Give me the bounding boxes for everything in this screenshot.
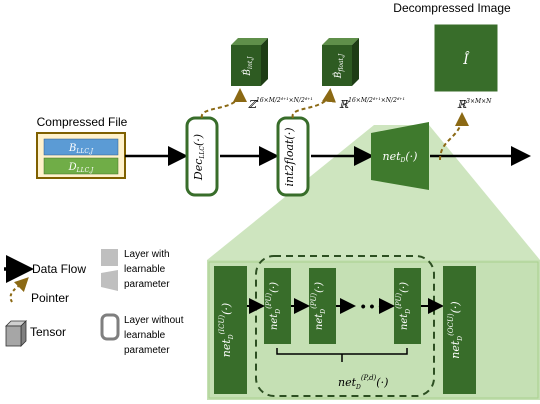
- pu1-sup: (PU): [265, 293, 273, 309]
- dim-float-main: ℝ: [339, 98, 349, 111]
- svg-text:BLLC,J: BLLC,J: [68, 143, 94, 155]
- dim-int: ℤ16×M/2ᵈ⁺¹×N/2ᵈ⁺¹: [248, 97, 313, 111]
- svg-text:netD(·): netD(·): [383, 150, 418, 164]
- dec-sub: LLC: [199, 146, 206, 160]
- d-llc-sub: LLC,J: [76, 167, 94, 174]
- dim-int-sup: 16×M/2ᵈ⁺¹×N/2ᵈ⁺¹: [256, 97, 313, 104]
- icu-sub: D: [228, 334, 235, 340]
- svg-text:B̂int,J: B̂int,J: [241, 56, 254, 77]
- dim-image: ℝ3×M×N: [457, 98, 492, 111]
- tensor-int-cube: B̂int,J: [231, 38, 268, 86]
- ocu-sub: D: [457, 336, 464, 342]
- legend-learnable-line-2: learnable: [124, 264, 166, 275]
- ocu-sup: (OCU): [447, 313, 455, 336]
- dec-tail: (·): [192, 134, 205, 146]
- pu1-sub: D: [275, 309, 282, 315]
- net-d-sub: D: [400, 157, 406, 164]
- dim-image-sup: 3×M×N: [466, 98, 492, 105]
- legend-no-learnable-line-2: learnable: [124, 330, 166, 341]
- pointer-net-d: [439, 112, 469, 161]
- decompressed-image-tensor: Î: [433, 23, 499, 93]
- dim-image-main: ℝ: [457, 98, 467, 111]
- detail-panel: [207, 260, 540, 400]
- pu1-net: net: [269, 313, 280, 330]
- group-net: net: [338, 376, 357, 389]
- compressed-file-label: Compressed File: [37, 115, 128, 129]
- pu3-sub: D: [405, 309, 412, 315]
- pu2-tail: (·): [314, 282, 325, 293]
- expansion-region: [207, 125, 540, 260]
- group-sup: (P,d): [361, 374, 377, 382]
- svg-text:B̂float,J: B̂float,J: [332, 53, 345, 79]
- legend-no-learnable-line-3: parameter: [124, 345, 170, 356]
- image-symbol: Î: [462, 50, 470, 68]
- legend-learnable-line-3: parameter: [124, 279, 170, 290]
- d-llc-box: [43, 157, 119, 175]
- pu-block-1: [264, 268, 291, 344]
- tensor-float-main: B̂: [332, 71, 344, 79]
- legend-tensor-label: Tensor: [30, 325, 66, 339]
- pu-group-label: netD(P,d)(·): [338, 374, 388, 391]
- svg-text:netD(PU)(·): netD(PU)(·): [265, 282, 282, 330]
- pu3-net: net: [399, 313, 410, 330]
- pu3-sup: (PU): [395, 293, 403, 309]
- b-llc-box: [43, 138, 119, 156]
- tensor-float-sub: float,J: [338, 53, 345, 73]
- tensor-int-sub: int,J: [247, 56, 254, 69]
- dim-int-main: ℤ: [248, 98, 258, 111]
- net-d-label: net: [383, 150, 402, 163]
- b-llc-main: B: [68, 143, 76, 154]
- pu2-sup: (PU): [310, 293, 318, 309]
- legend-pointer-label: Pointer: [31, 291, 69, 305]
- svg-text:netD(ICU)(·): netD(ICU)(·): [218, 303, 235, 357]
- svg-text:DLLC,J: DLLC,J: [68, 162, 94, 174]
- pu-group-frame: [255, 255, 435, 397]
- pu1-tail: (·): [269, 282, 280, 293]
- legend-learnable-icon: [101, 249, 118, 291]
- dim-float-sup: 16×M/2ᵈ⁺¹×N/2ᵈ⁺¹: [348, 97, 405, 104]
- net-d-block: [371, 122, 429, 190]
- svg-text:netD(OCU)(·): netD(OCU)(·): [447, 301, 464, 358]
- pu2-sub: D: [320, 309, 327, 315]
- pu-block-3: [394, 268, 421, 344]
- d-llc-main: D: [68, 162, 77, 173]
- legend-data-flow-label: Data Flow: [32, 262, 86, 276]
- ocu-block: [443, 266, 476, 394]
- pointer-dec: [200, 88, 247, 119]
- net-d-tail: (·): [405, 150, 417, 163]
- title: Decompressed Image: [393, 1, 511, 15]
- pu2-net: net: [314, 313, 325, 330]
- int2float-label: int2float(·): [283, 127, 296, 186]
- tensor-float-cube: B̂float,J: [322, 38, 359, 86]
- ellipsis: • • •: [361, 298, 384, 314]
- ocu-tail: (·): [449, 301, 462, 313]
- detail-panel-border: [208, 261, 539, 399]
- legend-learnable-line-1: Layer with: [124, 249, 170, 260]
- pointer-int2float: [291, 88, 336, 119]
- svg-text:netD(PU)(·): netD(PU)(·): [310, 282, 327, 330]
- pu3-tail: (·): [399, 282, 410, 293]
- icu-block: [214, 266, 247, 394]
- legend-pointer-icon: [9, 277, 29, 303]
- dim-float: ℝ16×M/2ᵈ⁺¹×N/2ᵈ⁺¹: [339, 97, 405, 111]
- dec-label: Dec: [192, 159, 205, 182]
- svg-text:DecLLC(·): DecLLC(·): [192, 134, 206, 181]
- legend-no-learnable-line-1: Layer without: [124, 315, 184, 326]
- tensor-int-main: B̂: [241, 69, 253, 77]
- b-llc-sub: LLC,J: [75, 148, 93, 155]
- icu-sup: (ICU): [218, 315, 226, 335]
- icu-tail: (·): [220, 303, 233, 315]
- ocu-net: net: [449, 340, 462, 359]
- svg-text:netD(PU)(·): netD(PU)(·): [395, 282, 412, 330]
- group-sub: D: [355, 384, 361, 391]
- group-tail: (·): [376, 376, 388, 389]
- icu-net: net: [220, 339, 233, 358]
- legend-tensor-icon: [5, 320, 27, 347]
- legend-no-learnable-icon: [100, 313, 120, 341]
- pu-block-2: [309, 268, 336, 344]
